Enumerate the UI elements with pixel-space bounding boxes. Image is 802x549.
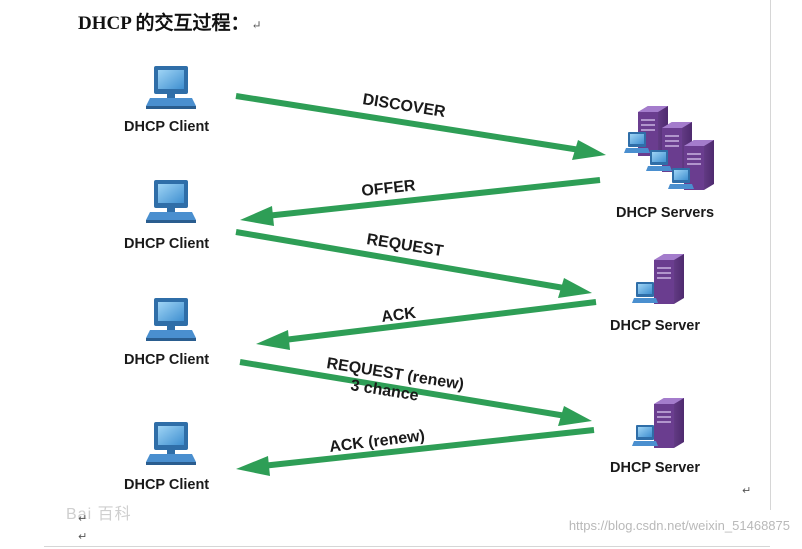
arrow-request-renew: REQUEST (renew) 3 chance <box>239 355 592 426</box>
server-label: DHCP Servers <box>616 205 714 221</box>
server-group: DHCP Servers <box>616 105 715 221</box>
arrow-request: REQUEST <box>235 229 592 298</box>
message-label: ACK <box>380 305 417 326</box>
computer-icon <box>146 298 196 341</box>
client-1: DHCP Client <box>124 66 209 135</box>
arrow-ack: ACK <box>256 299 597 350</box>
paragraph-mark: ↵ <box>78 530 88 543</box>
client-label: DHCP Client <box>124 119 209 135</box>
baidu-watermark: Bai 百科 <box>66 506 132 523</box>
computer-icon <box>146 422 196 465</box>
page-border-bottom <box>44 546 770 547</box>
computer-icon <box>146 180 196 223</box>
client-label: DHCP Client <box>124 477 209 493</box>
paragraph-mark: ↵ <box>251 18 262 32</box>
paragraph-mark: ↵ <box>78 512 88 525</box>
client-2: DHCP Client <box>124 180 209 252</box>
server-2: DHCP Server <box>610 253 700 334</box>
page-title: DHCP 的交互过程：↵ <box>78 8 262 35</box>
arrow-ack-renew: ACK (renew) <box>236 427 595 476</box>
computer-icon <box>146 66 196 109</box>
server-icon <box>653 397 685 449</box>
server-3: DHCP Server <box>610 397 700 476</box>
page-title-text: DHCP 的交互过程： <box>78 13 250 34</box>
page-border-right <box>770 0 771 510</box>
client-3: DHCP Client <box>124 298 209 368</box>
client-4: DHCP Client <box>124 422 209 493</box>
paragraph-mark: ↵ <box>742 484 752 497</box>
server-label: DHCP Server <box>610 460 700 476</box>
client-label: DHCP Client <box>124 236 209 252</box>
arrow-discover: DISCOVER <box>235 91 606 160</box>
message-label: OFFER <box>361 177 417 200</box>
server-label: DHCP Server <box>610 318 700 334</box>
arrow-offer: OFFER <box>240 177 601 226</box>
server-icon <box>653 253 685 305</box>
csdn-watermark: https://blog.csdn.net/weixin_51468875 <box>568 518 790 533</box>
client-label: DHCP Client <box>124 352 209 368</box>
